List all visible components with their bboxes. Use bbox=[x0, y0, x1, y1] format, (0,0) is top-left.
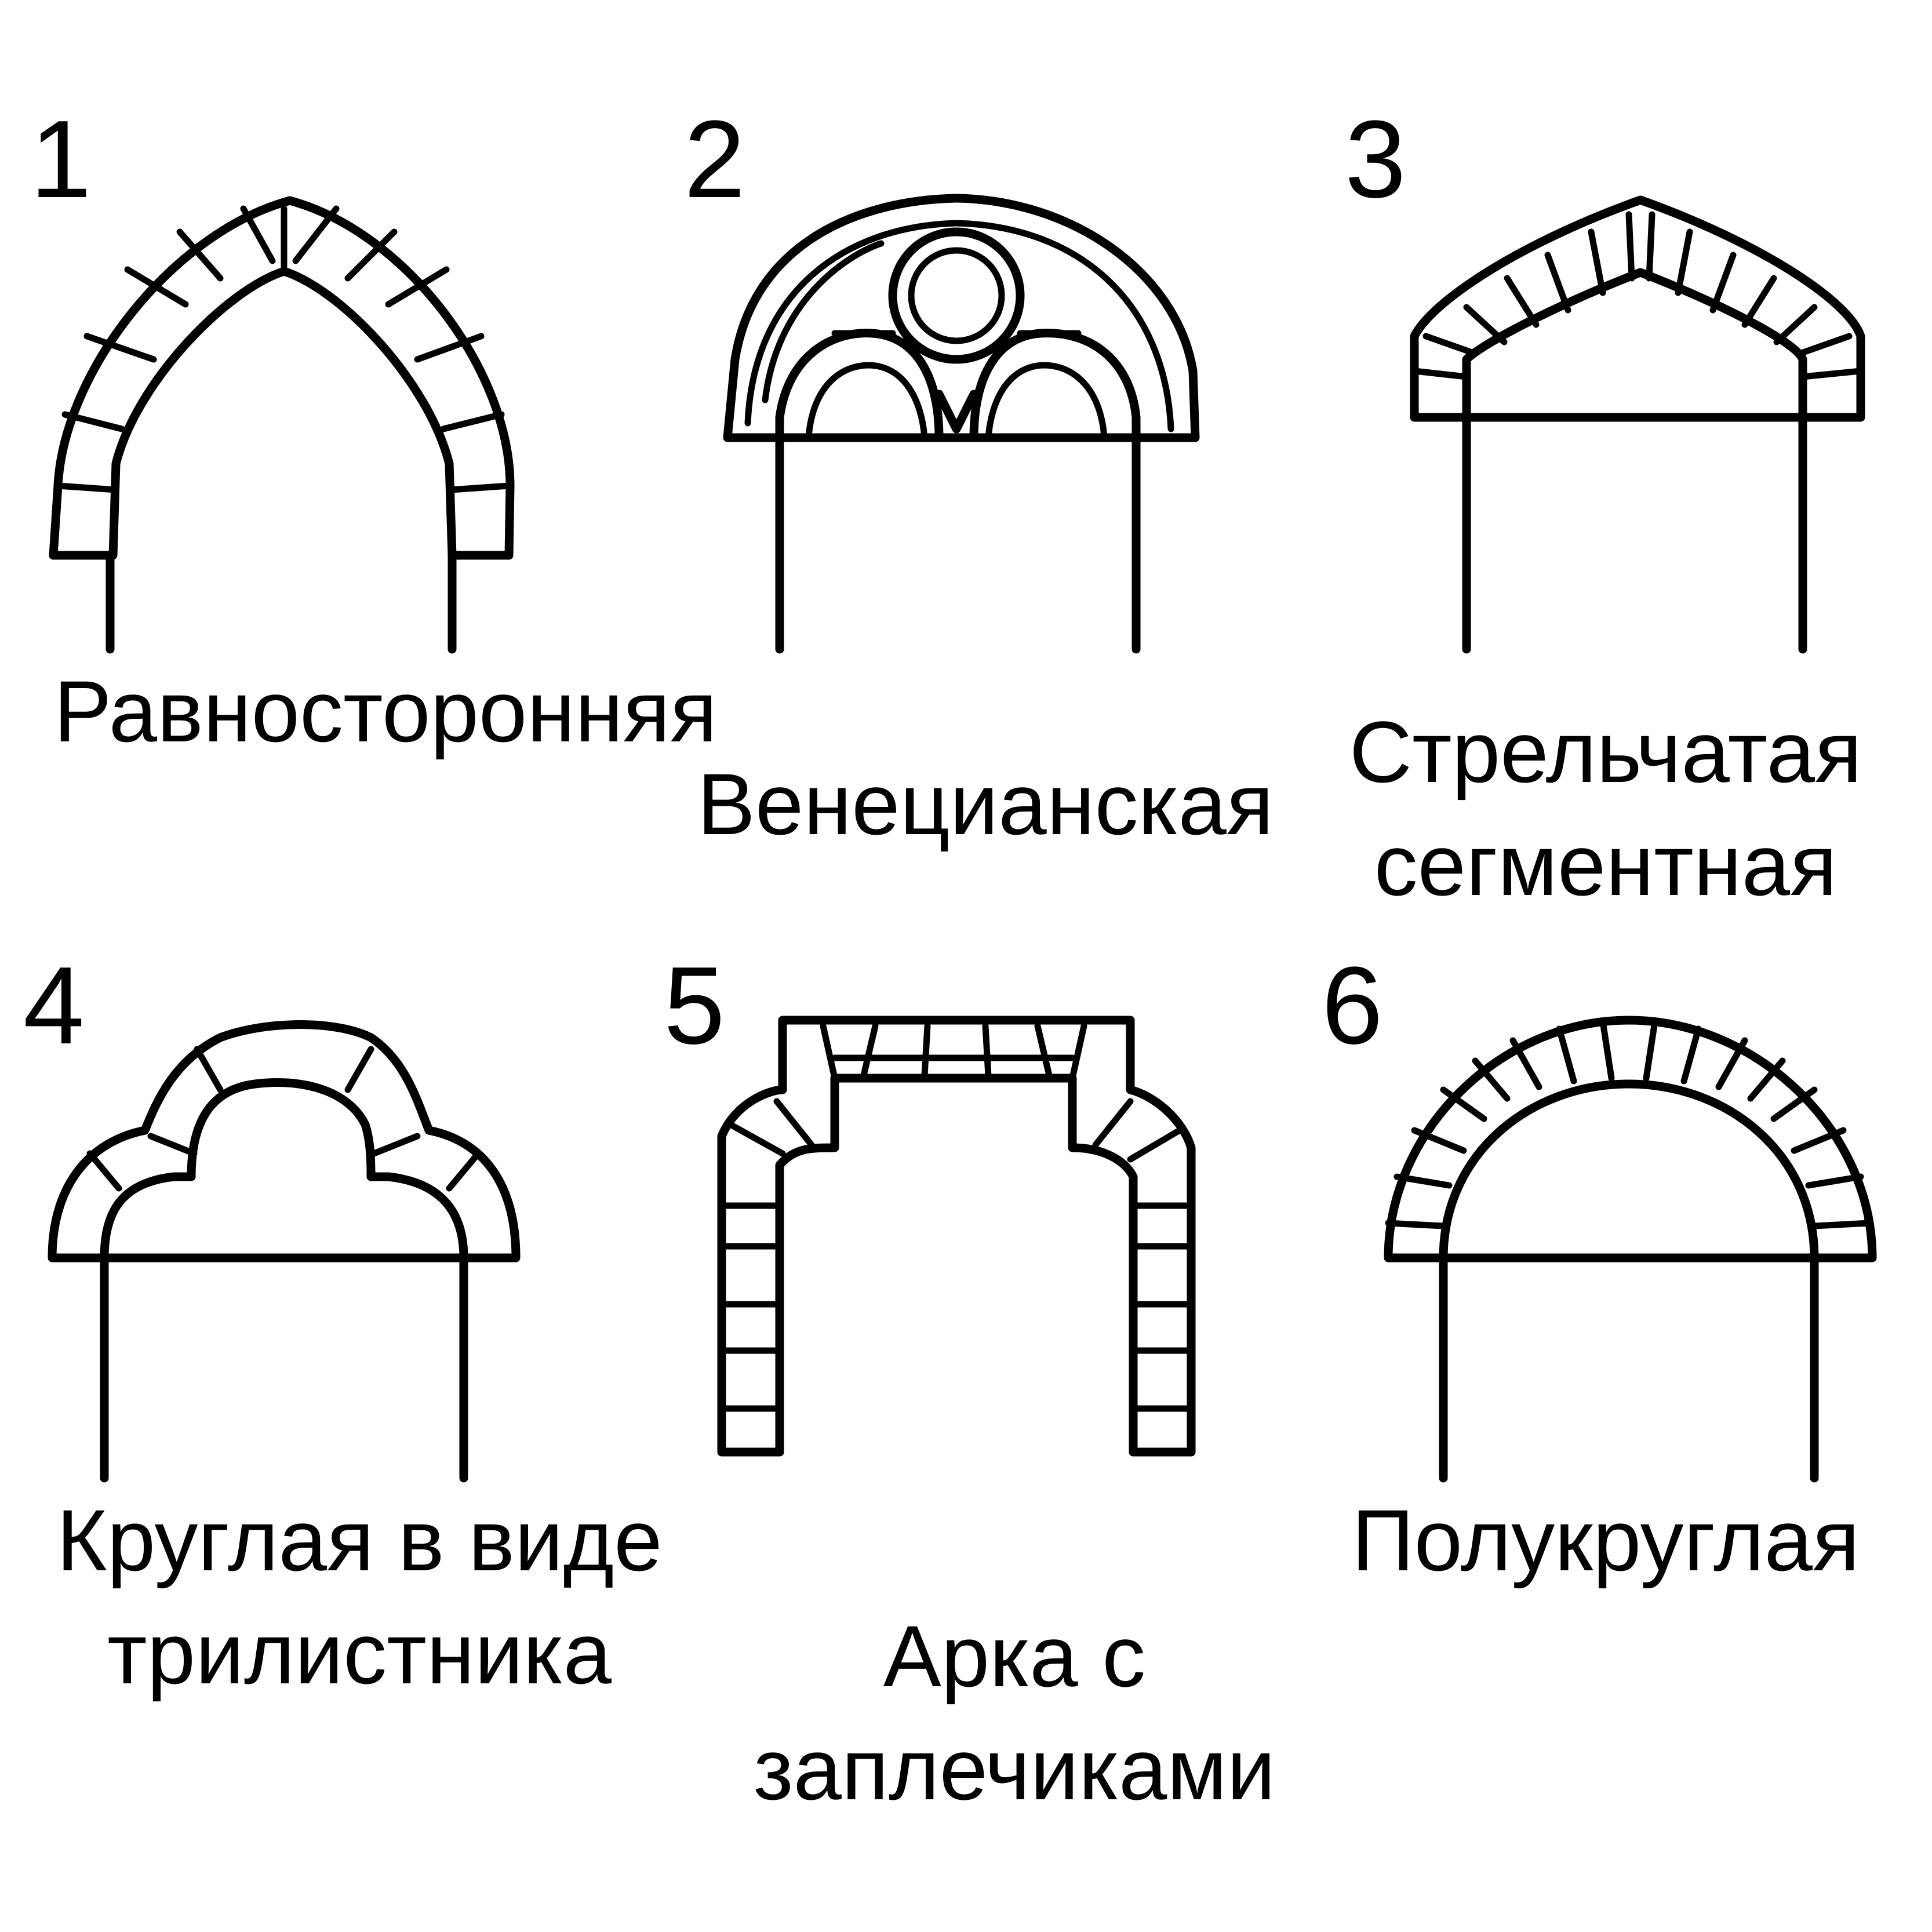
caption-line: Круглая в виде bbox=[56, 1491, 663, 1589]
arch-2-venetian bbox=[723, 194, 1200, 654]
arch-number-3: 3 bbox=[1345, 98, 1406, 221]
arch-number-5: 5 bbox=[664, 944, 725, 1067]
arch-caption-2: Венецианская bbox=[638, 748, 1333, 861]
caption-line: трилистника bbox=[107, 1604, 612, 1702]
arch-3-pointed-segmental bbox=[1410, 195, 1865, 654]
arch-caption-1: Равносторонняя bbox=[23, 655, 748, 768]
caption-line: Арка с bbox=[883, 1607, 1146, 1705]
caption-line: сегментная bbox=[1374, 816, 1838, 914]
caption-line: Венецианская bbox=[697, 755, 1274, 853]
arch-number-6: 6 bbox=[1322, 944, 1383, 1067]
arch-1-equilateral bbox=[49, 196, 515, 654]
arch-number-1: 1 bbox=[30, 98, 92, 221]
arch-caption-4: Круглая в виде трилистника bbox=[12, 1484, 707, 1710]
arch-caption-6: Полукруглая bbox=[1287, 1484, 1924, 1597]
caption-line: Полукруглая bbox=[1351, 1491, 1860, 1589]
arch-number-2: 2 bbox=[684, 98, 745, 221]
arch-caption-5: Арка с заплечиками bbox=[667, 1600, 1362, 1826]
arch-6-semicircular bbox=[1384, 1016, 1877, 1483]
caption-line: заплечиками bbox=[753, 1720, 1276, 1818]
arch-caption-3: Стрельчатая сегментная bbox=[1287, 696, 1924, 922]
arch-4-trefoil bbox=[48, 1020, 521, 1483]
arch-number-4: 4 bbox=[23, 944, 85, 1067]
arch-5-shouldered bbox=[717, 1016, 1196, 1457]
caption-line: Равносторонняя bbox=[53, 663, 718, 760]
caption-line: Стрельчатая bbox=[1349, 703, 1862, 801]
